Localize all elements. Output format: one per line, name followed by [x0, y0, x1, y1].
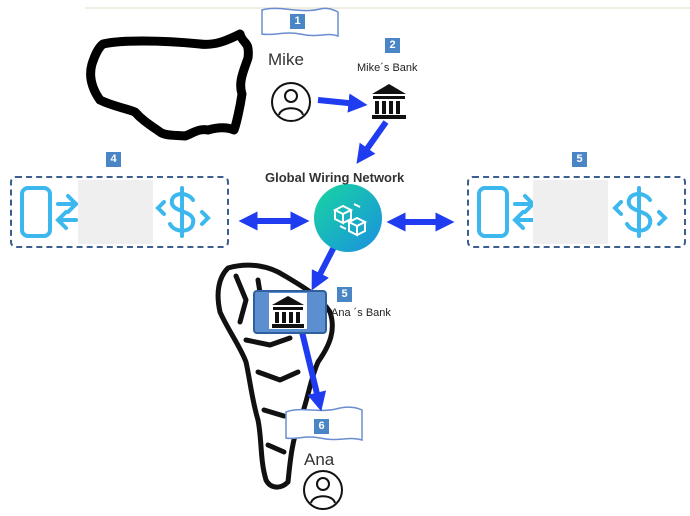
top-divider: [85, 7, 690, 9]
dollar-exchange-icon: [155, 186, 211, 238]
label-ana: Ana: [304, 450, 335, 469]
arrow-mike-to-bank: [317, 93, 368, 113]
step-badge-mike-flag: 1: [290, 14, 305, 29]
arrow-bank-to-network: [356, 120, 389, 164]
panel-right: [467, 176, 686, 248]
network-blocks-icon: [314, 184, 382, 252]
step-badge-ana-flag: 6: [314, 419, 329, 434]
dollar-exchange-icon: [612, 186, 668, 238]
step-badge-mike-bank: 2: [385, 38, 400, 53]
label-mike-bank: Mike´s Bank: [357, 62, 418, 74]
ana-bank-box: [253, 290, 327, 334]
step-badge-left-panel: 4: [106, 152, 121, 167]
label-network: Global Wiring Network: [265, 170, 405, 185]
user-avatar-icon: [271, 82, 311, 122]
panel-left: [10, 176, 229, 248]
panel-right-blank: [533, 180, 608, 244]
user-avatar-icon: [303, 470, 343, 510]
step-badge-right-panel: 5: [572, 152, 587, 167]
bank-building-icon: [272, 296, 304, 328]
flow-arrows: [238, 93, 455, 412]
arrow-network-to-ana-bank: [311, 243, 338, 291]
label-ana-bank: Ana ´s Bank: [331, 307, 391, 319]
usa-map-outline-icon: [86, 29, 253, 141]
ana-bank-box-inner: [269, 293, 307, 329]
label-mike: Mike: [268, 50, 304, 69]
phone-transfer-icon: [20, 186, 79, 238]
step-badge-ana-bank: 5: [337, 287, 352, 302]
arrow-bank-to-ana: [299, 331, 327, 412]
bank-building-icon: [372, 84, 406, 119]
panel-left-blank: [78, 180, 153, 244]
